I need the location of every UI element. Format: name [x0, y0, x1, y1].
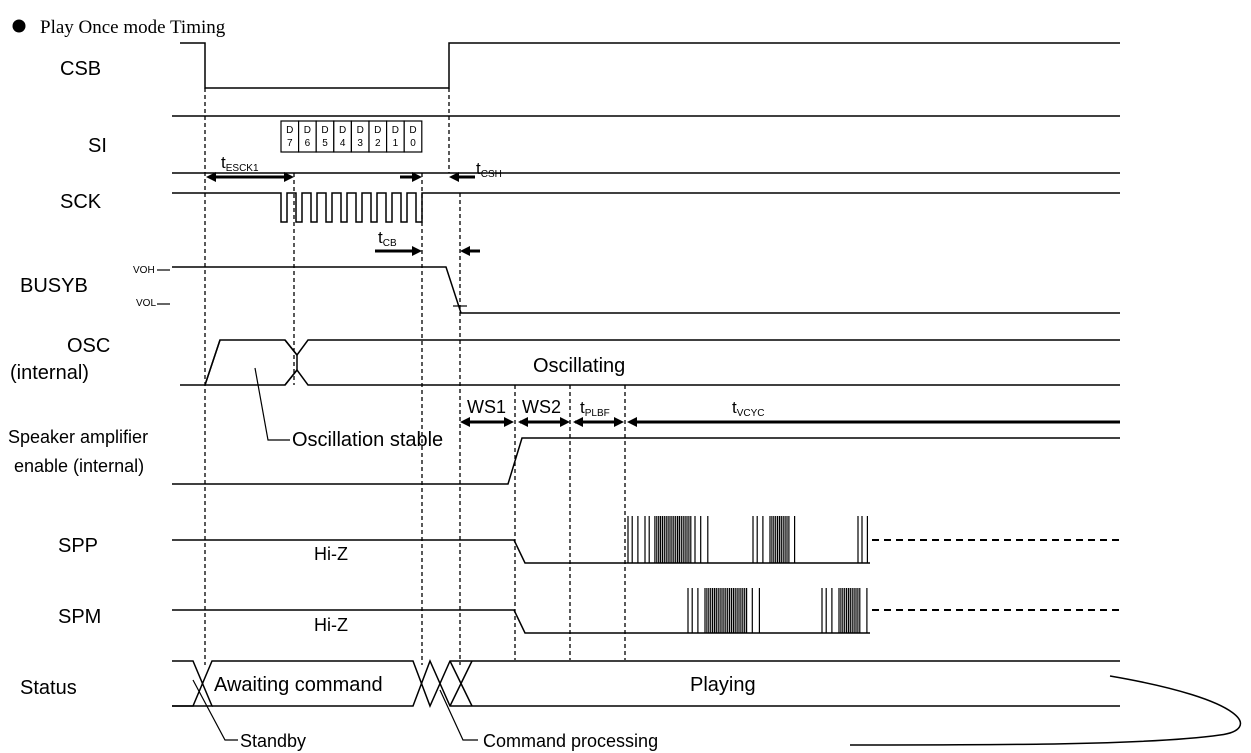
- spp-waveform: [172, 539, 870, 564]
- signal-label-speaker-amp-internal: enable (internal): [14, 456, 144, 476]
- signal-label-status: Status: [20, 677, 77, 699]
- svg-text:3: 3: [357, 138, 363, 149]
- svg-text:4: 4: [340, 138, 346, 149]
- signal-label-si: SI: [88, 135, 107, 157]
- tcb-arrowhead-right: [460, 246, 470, 256]
- svg-text:5: 5: [322, 138, 328, 149]
- status-waveform: [172, 659, 1120, 708]
- spm-burst-1: [687, 588, 761, 633]
- param-tplbf: tPLBF: [580, 398, 610, 419]
- svg-text:D: D: [409, 125, 416, 136]
- spp-burst-3: [857, 516, 869, 563]
- param-ws1: WS1: [467, 397, 506, 417]
- svg-text:6: 6: [305, 138, 311, 149]
- si-bit-6: D6: [298, 120, 317, 153]
- osc-rise-left: [204, 339, 221, 386]
- annotation-oscillation-stable: Oscillation stable: [292, 429, 443, 451]
- svg-text:0: 0: [410, 138, 416, 149]
- signal-label-osc: OSC: [67, 335, 110, 357]
- si-bit-0: D0: [403, 120, 423, 153]
- spm-burst-2: [821, 588, 868, 633]
- playing-loop-curve: [849, 675, 1242, 746]
- osc-cross-a: [284, 339, 298, 356]
- signal-label-osc-internal: (internal): [10, 362, 89, 384]
- annotation-hiz-spp: Hi-Z: [314, 544, 348, 564]
- param-tcb: tCB: [378, 228, 397, 249]
- signal-label-csb: CSB: [60, 58, 101, 80]
- signal-label-spm: SPM: [58, 606, 101, 628]
- svg-text:D: D: [357, 125, 364, 136]
- svg-text:2: 2: [375, 138, 381, 149]
- osc-cross-b: [284, 369, 298, 386]
- signal-label-sck: SCK: [60, 191, 102, 213]
- signal-label-spp: SPP: [58, 535, 98, 557]
- oscillation-stable-leader: [254, 367, 290, 441]
- busyb-waveform: [172, 266, 1120, 314]
- svg-text:D: D: [286, 125, 293, 136]
- si-bit-5: D5: [315, 120, 335, 153]
- spm-sound-bursts: [687, 588, 868, 633]
- svg-text:D: D: [321, 125, 328, 136]
- speaker-amp-enable-waveform: [172, 437, 1120, 485]
- command-processing-leader: [439, 689, 478, 741]
- svg-text:7: 7: [287, 138, 293, 149]
- osc-waveform-top: [180, 339, 1120, 386]
- si-bit-2: D2: [368, 120, 388, 153]
- csb-waveform: [180, 42, 1120, 89]
- level-label-voh: VOH: [133, 265, 155, 276]
- tcsh-arrowhead-left: [412, 172, 422, 182]
- param-tcsh: tCSH: [476, 159, 502, 180]
- tcsh-arrowhead-right: [449, 172, 459, 182]
- spp-burst-2: [752, 516, 796, 563]
- tesck1-arrowhead-right: [284, 172, 294, 182]
- standby-leader: [192, 679, 238, 741]
- annotation-awaiting-command: Awaiting command: [214, 674, 383, 696]
- ws-timing-bar: [460, 417, 1120, 427]
- spp-sound-bursts: [627, 516, 869, 563]
- svg-text:D: D: [392, 125, 399, 136]
- tcb-arrowhead-left: [412, 246, 422, 256]
- annotation-oscillating: Oscillating: [533, 355, 625, 377]
- spm-waveform: [172, 609, 870, 634]
- svg-text:D: D: [374, 125, 381, 136]
- annotation-standby: Standby: [240, 731, 306, 751]
- si-bit-4: D4: [333, 120, 352, 153]
- level-label-vol: VOL: [136, 298, 156, 309]
- svg-text:1: 1: [393, 138, 399, 149]
- annotation-hiz-spm: Hi-Z: [314, 615, 348, 635]
- annotation-command-processing: Command processing: [483, 731, 658, 751]
- param-tesck1: tESCK1: [221, 153, 259, 174]
- sck-waveform: [172, 192, 1120, 223]
- diagram-title: Play Once mode Timing: [40, 17, 226, 38]
- signal-label-busyb: BUSYB: [20, 275, 88, 297]
- annotation-playing: Playing: [690, 674, 756, 696]
- param-tvcyc: tVCYC: [732, 398, 765, 419]
- si-bit-7: D7: [280, 120, 300, 153]
- osc-waveform-bottom: [205, 368, 1120, 386]
- signal-label-speaker-amp: Speaker amplifier: [8, 427, 148, 447]
- svg-text:D: D: [339, 125, 346, 136]
- spp-burst-1: [627, 516, 709, 563]
- bullet-icon: [12, 19, 26, 33]
- param-ws2: WS2: [522, 397, 561, 417]
- tesck1-arrowhead-left: [206, 172, 216, 182]
- svg-text:D: D: [304, 125, 311, 136]
- si-bit-1: D1: [386, 120, 405, 153]
- si-bit-3: D3: [350, 120, 370, 153]
